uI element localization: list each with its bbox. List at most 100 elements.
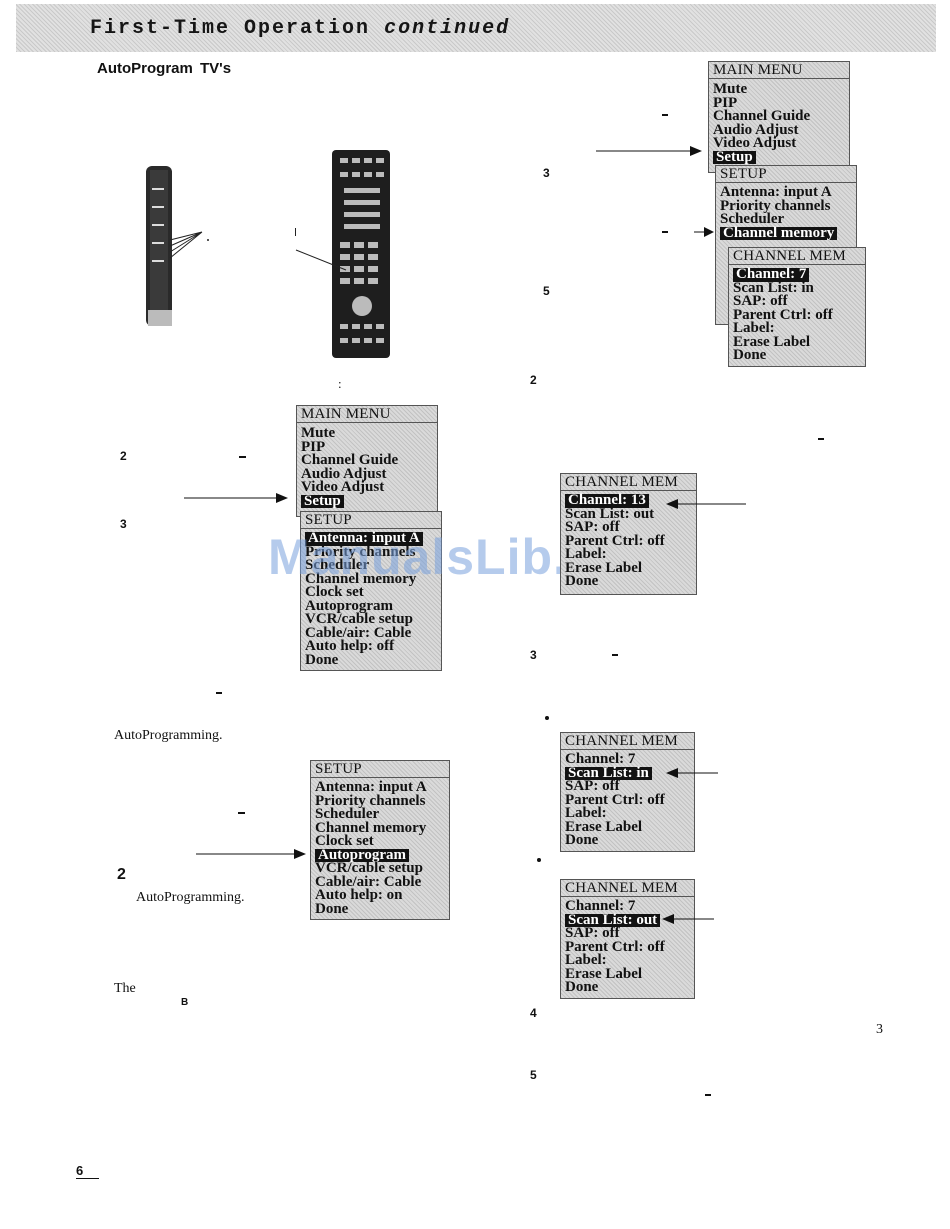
body-autoprogramming-2: AutoProgramming. xyxy=(136,890,245,905)
menu-item-label[interactable]: Label: xyxy=(565,546,607,562)
menu-item-vcr-cable-setup[interactable]: VCR/cable setup xyxy=(305,611,413,627)
menu-item-sap[interactable]: SAP: off xyxy=(565,778,620,794)
menu-item-setup-selected[interactable]: Setup xyxy=(301,493,344,508)
page-header-banner: First-Time Operation continued xyxy=(16,4,936,52)
left-step-2a: 2 xyxy=(120,449,127,463)
menu-item-channel[interactable]: Channel: 7 xyxy=(565,898,636,914)
illustration-colon: : xyxy=(338,376,342,391)
menu-item-done[interactable]: Done xyxy=(565,573,599,589)
menu-item-cable-air[interactable]: Cable/air: Cable xyxy=(305,624,412,641)
menu-item-audio-adjust[interactable]: Audio Adjust xyxy=(301,465,387,482)
arrow-to-scan-list-out xyxy=(662,914,714,924)
menu-item-done[interactable]: Done xyxy=(565,832,599,848)
right-step-4: 4 xyxy=(530,1006,537,1020)
menu-item-mute[interactable]: Mute xyxy=(713,81,748,97)
arrow-to-scan-list-in xyxy=(666,768,718,778)
menu-item-parent-ctrl[interactable]: Parent Ctrl: off xyxy=(565,938,665,955)
arrow-to-channel-13 xyxy=(666,499,746,509)
dash-mark xyxy=(238,812,245,814)
menu-item-antenna[interactable]: Antenna: input A xyxy=(720,184,832,200)
menu-item-sap[interactable]: SAP: off xyxy=(565,925,620,941)
menu-item-channel-selected[interactable]: Channel: 7 xyxy=(733,267,810,282)
menu-item-label[interactable]: Label: xyxy=(733,320,775,336)
menu-item-pip[interactable]: PIP xyxy=(301,438,326,455)
menu-item-parent-ctrl[interactable]: Parent Ctrl: off xyxy=(565,791,665,808)
menu-item-scheduler[interactable]: Scheduler xyxy=(720,211,785,227)
menu-item-channel[interactable]: Channel: 7 xyxy=(565,751,636,767)
menu-item-erase-label[interactable]: Erase Label xyxy=(733,333,811,350)
menu-item-scan-list-selected[interactable]: Scan List: in xyxy=(565,765,652,780)
dash-mark xyxy=(705,1094,711,1096)
menu-item-priority-channels[interactable]: Priority channels xyxy=(720,197,831,214)
menu-item-done[interactable]: Done xyxy=(305,651,339,668)
menu-item-cable-air[interactable]: Cable/air: Cable xyxy=(315,873,422,890)
menu-item-channel-selected[interactable]: Channel: 13 xyxy=(565,493,649,508)
menu-item-sap[interactable]: SAP: off xyxy=(565,519,620,535)
menu-item-label[interactable]: Label: xyxy=(565,952,607,968)
menu-item-sap[interactable]: SAP: off xyxy=(733,293,788,309)
remote-front-view-illustration xyxy=(295,150,390,358)
menu-item-label[interactable]: Label: xyxy=(565,805,607,821)
menu-item-clock-set[interactable]: Clock set xyxy=(315,833,374,849)
menu-item-done[interactable]: Done xyxy=(315,900,349,917)
menu-item-parent-ctrl[interactable]: Parent Ctrl: off xyxy=(733,306,833,323)
bullet-dot xyxy=(537,858,541,862)
main-menu-top: MAIN MENU Mute PIP Channel Guide Audio A… xyxy=(708,61,850,173)
menu-item-audio-adjust[interactable]: Audio Adjust xyxy=(713,121,799,138)
menu-item-parent-ctrl[interactable]: Parent Ctrl: off xyxy=(565,532,665,549)
menu-item-scan-list[interactable]: Scan List: in xyxy=(733,279,814,296)
menu-item-antenna[interactable]: Antenna: input A xyxy=(315,779,427,795)
margin-number-3: 3 xyxy=(876,1022,883,1037)
right-step-3a: 3 xyxy=(543,166,550,180)
menu-item-antenna-selected[interactable]: Antenna: input A xyxy=(305,531,423,546)
bullet-dot xyxy=(545,716,549,720)
page-number: 6 xyxy=(76,1163,100,1179)
right-step-3b: 3 xyxy=(530,648,537,662)
menu-item-priority-channels[interactable]: Priority channels xyxy=(305,543,416,560)
section-heading-autoprogram: AutoProgram xyxy=(97,60,193,77)
menu-header: MAIN MENU xyxy=(297,406,437,423)
menu-item-done[interactable]: Done xyxy=(733,347,767,363)
menu-item-mute[interactable]: Mute xyxy=(301,425,336,441)
menu-item-erase-label[interactable]: Erase Label xyxy=(565,818,643,835)
arrow-to-autoprogram xyxy=(196,849,306,859)
section-heading-tvs: TV's xyxy=(200,60,232,77)
menu-item-priority-channels[interactable]: Priority channels xyxy=(315,792,426,809)
menu-item-scan-list[interactable]: Scan List: out xyxy=(565,505,655,522)
menu-item-channel-guide[interactable]: Channel Guide xyxy=(301,452,399,468)
menu-header: SETUP xyxy=(301,512,441,529)
menu-header: CHANNEL MEM xyxy=(561,474,696,491)
menu-item-autoprogram[interactable]: Autoprogram xyxy=(305,597,394,614)
menu-item-channel-guide[interactable]: Channel Guide xyxy=(713,108,811,124)
menu-item-auto-help[interactable]: Auto help: off xyxy=(305,638,395,654)
body-the: The xyxy=(114,981,136,996)
menu-item-autoprogram-selected[interactable]: Autoprogram xyxy=(315,847,410,862)
menu-item-erase-label[interactable]: Erase Label xyxy=(565,559,643,576)
dash-mark xyxy=(662,231,668,233)
menu-item-pip[interactable]: PIP xyxy=(713,94,738,111)
page-title: First-Time Operation continued xyxy=(90,17,510,40)
menu-header: MAIN MENU xyxy=(709,62,849,79)
arrow-to-channel-memory xyxy=(694,227,714,237)
menu-item-vcr-cable-setup[interactable]: VCR/cable setup xyxy=(315,860,423,876)
menu-item-clock-set[interactable]: Clock set xyxy=(305,584,364,600)
menu-item-video-adjust[interactable]: Video Adjust xyxy=(301,479,385,495)
menu-item-erase-label[interactable]: Erase Label xyxy=(565,965,643,982)
title-main: First-Time Operation xyxy=(90,17,371,40)
menu-header: SETUP xyxy=(716,166,856,183)
left-step-3a: 3 xyxy=(120,517,127,531)
menu-item-scheduler[interactable]: Scheduler xyxy=(305,557,370,573)
menu-item-scan-list-selected[interactable]: Scan List: out xyxy=(565,912,661,927)
menu-item-auto-help[interactable]: Auto help: on xyxy=(315,887,403,903)
menu-item-channel-memory[interactable]: Channel memory xyxy=(305,570,417,587)
setup-menu-low: SETUP Antenna: input A Priority channels… xyxy=(310,760,450,920)
dash-mark xyxy=(818,438,824,440)
body-b-mark: B xyxy=(181,997,189,1008)
menu-item-channel-memory-selected[interactable]: Channel memory xyxy=(720,225,838,240)
menu-item-video-adjust[interactable]: Video Adjust xyxy=(713,135,797,151)
menu-item-done[interactable]: Done xyxy=(565,979,599,995)
menu-item-channel-memory[interactable]: Channel memory xyxy=(315,819,427,836)
menu-item-setup-selected[interactable]: Setup xyxy=(713,149,756,164)
menu-header: CHANNEL MEM xyxy=(729,248,865,265)
menu-item-scheduler[interactable]: Scheduler xyxy=(315,806,380,822)
